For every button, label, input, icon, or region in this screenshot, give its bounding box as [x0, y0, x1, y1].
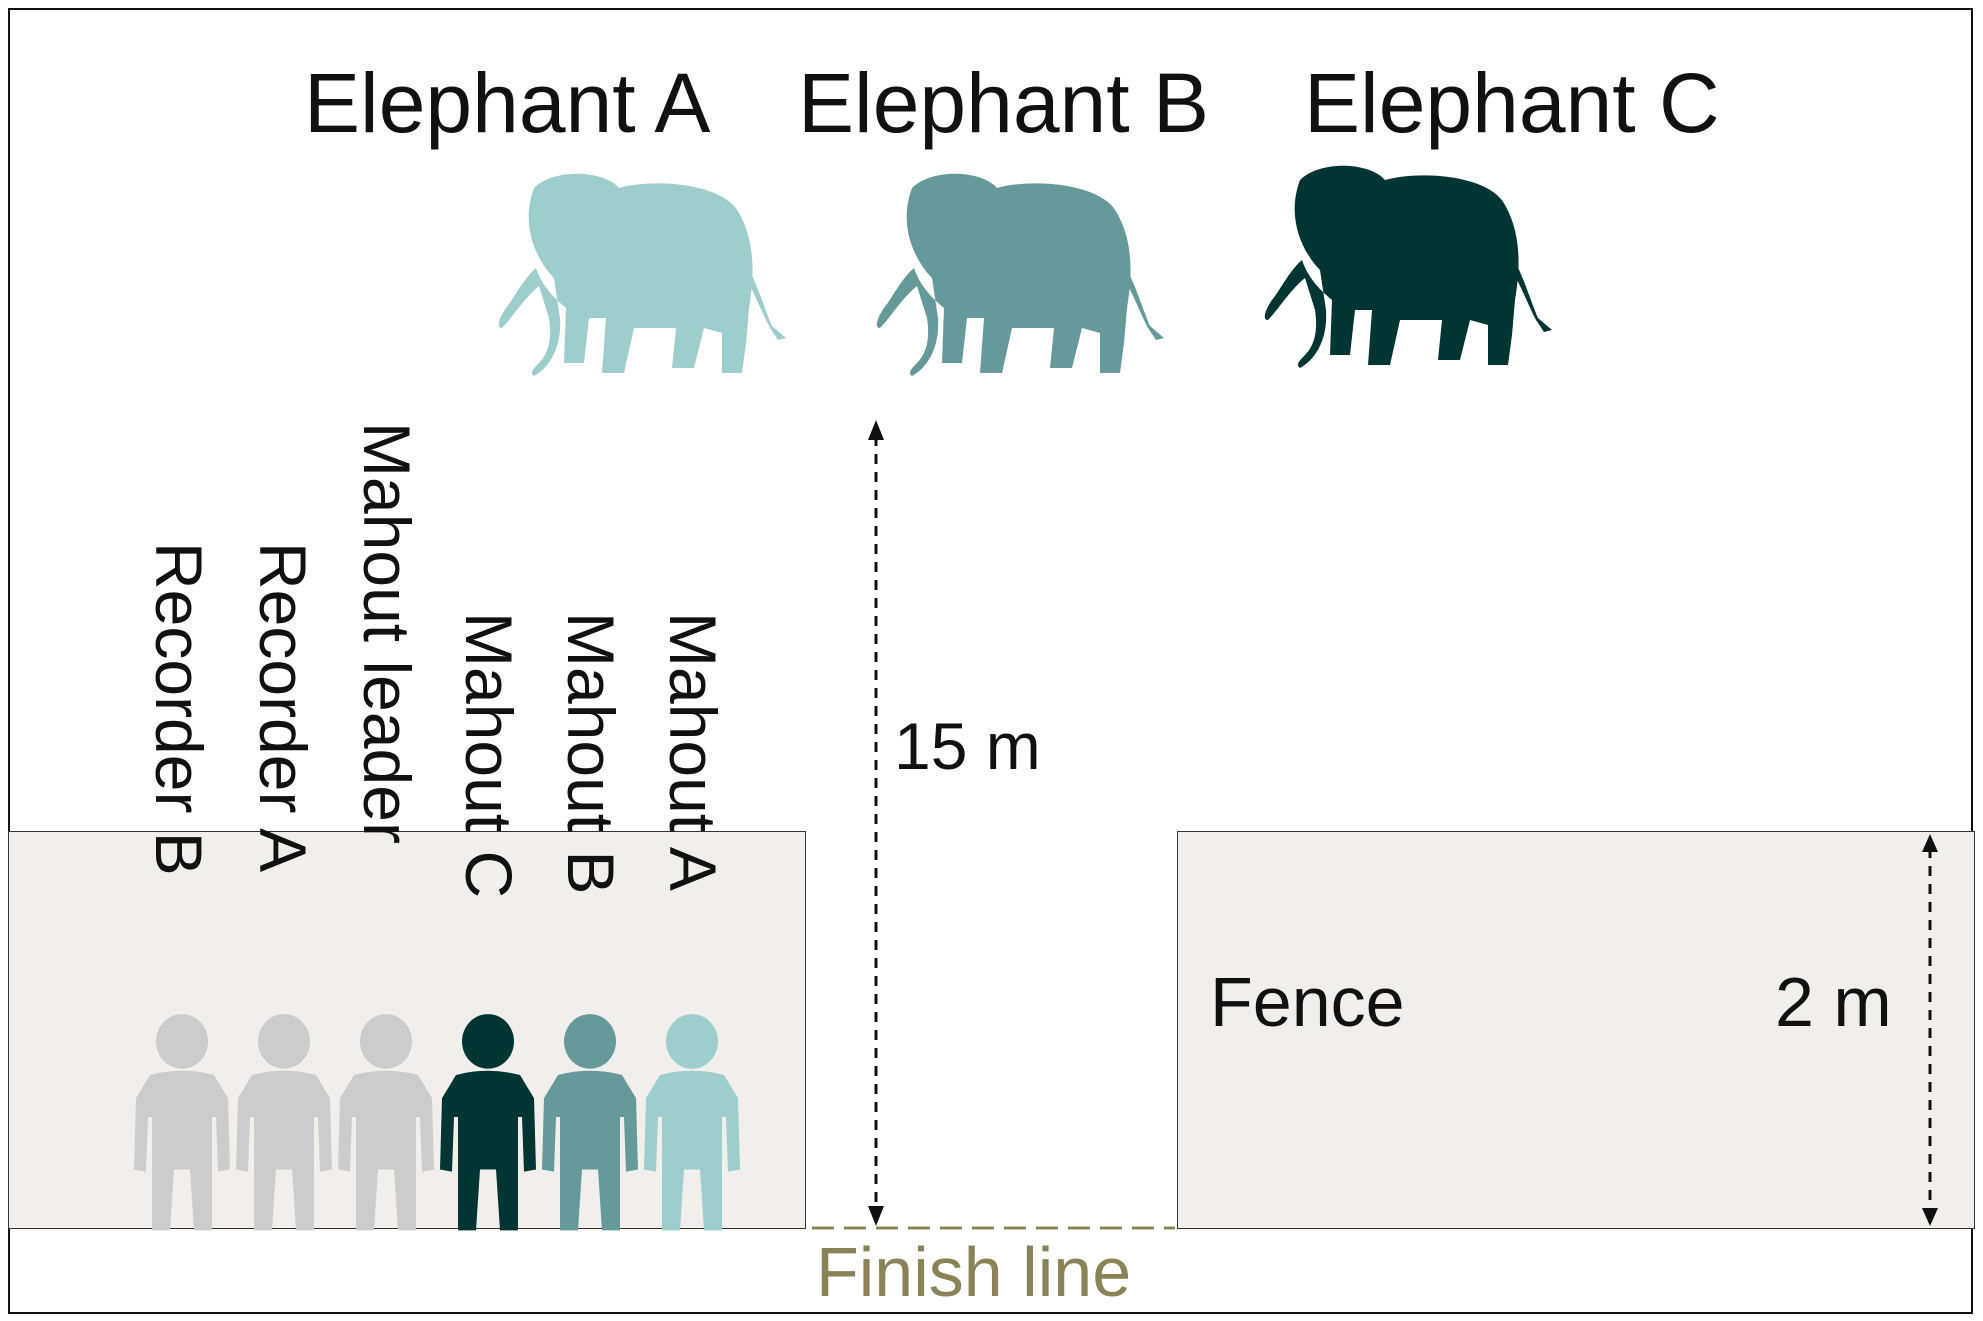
finish-line-label: Finish line: [816, 1233, 1132, 1311]
mahout-a-icon: [644, 1014, 740, 1231]
elephant-c-label: Elephant C: [1304, 56, 1720, 150]
diagram-frame: [8, 8, 1973, 1314]
mahout-leader-label: Mahout leader: [350, 422, 424, 844]
mahout-b-icon: [542, 1014, 638, 1231]
mahout-leader-icon: [338, 1014, 434, 1231]
recorder-a-icon: [236, 1014, 332, 1231]
distance-label: 15 m: [894, 709, 1041, 783]
elephant-b-label: Elephant B: [798, 56, 1209, 150]
recorder-a-label: Recorder A: [246, 542, 320, 873]
mahout-b-label: Mahout B: [554, 612, 628, 895]
fence-height-label: 2 m: [1775, 963, 1892, 1041]
mahout-c-label: Mahout C: [452, 612, 526, 899]
elephant-a-icon: [498, 173, 786, 376]
elephant-b-icon: [876, 173, 1164, 376]
mahout-a-label: Mahout A: [656, 612, 730, 891]
recorder-b-icon: [134, 1014, 230, 1231]
fence-label: Fence: [1210, 963, 1405, 1041]
recorder-b-label: Recorder B: [142, 542, 216, 876]
fence-right: [1177, 831, 1975, 1229]
elephant-a-label: Elephant A: [304, 56, 711, 150]
distance-arrow: [868, 420, 884, 1226]
elephant-c-icon: [1264, 165, 1552, 368]
mahout-c-icon: [440, 1014, 536, 1231]
fence-height-arrow: [1922, 834, 1938, 1226]
